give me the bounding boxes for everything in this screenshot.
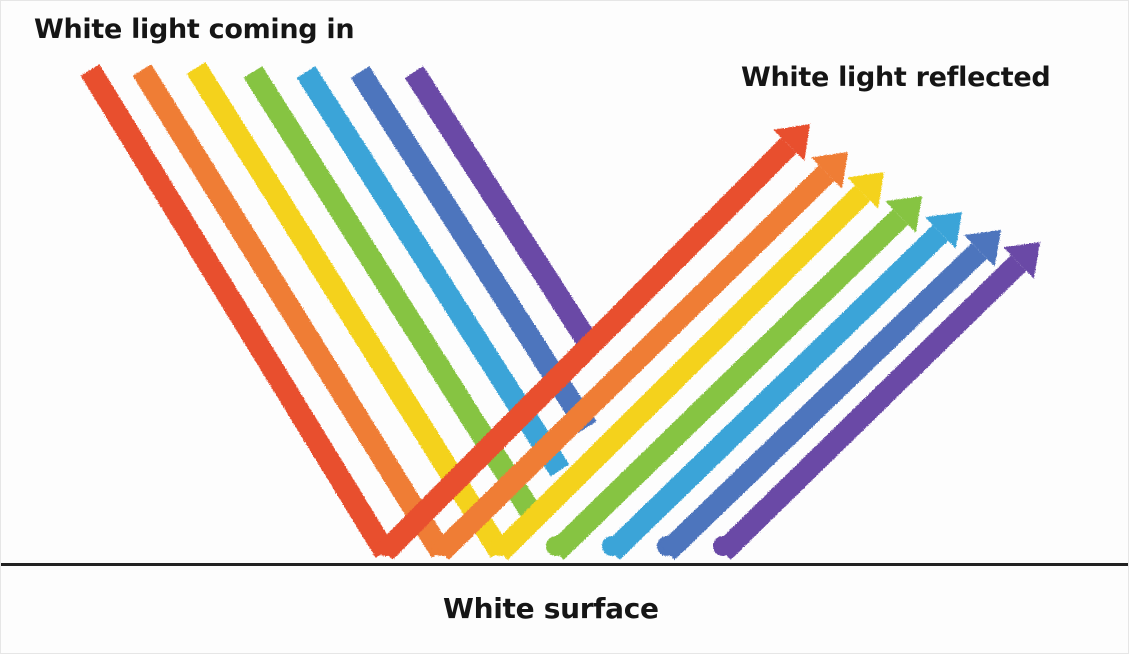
incoming-light-label: White light coming in <box>34 14 354 45</box>
surface-label: White surface <box>443 592 659 625</box>
surface-line <box>0 563 1129 566</box>
reflected-light-label: White light reflected <box>741 62 1050 93</box>
